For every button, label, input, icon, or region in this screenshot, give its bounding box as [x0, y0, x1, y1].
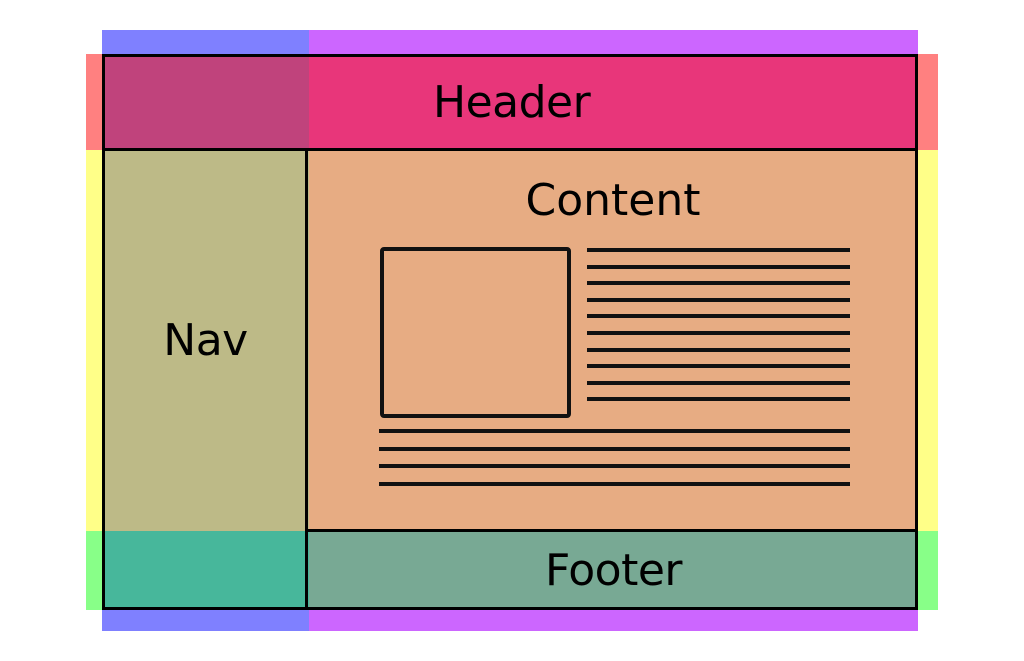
text-line-short: [587, 281, 850, 286]
row-1-indicator-right: [918, 54, 938, 150]
column-1-indicator-top: [102, 30, 309, 54]
column-2-indicator-bottom: [309, 610, 918, 631]
footer-area: Footer: [309, 531, 918, 610]
footer-nav-overlap: [102, 531, 309, 610]
header-area: Header: [309, 54, 918, 150]
text-line-short: [587, 364, 850, 369]
row-1-indicator-left: [86, 54, 102, 150]
text-line-short: [587, 314, 850, 319]
footer-label: Footer: [545, 545, 683, 596]
column-2-indicator-top: [309, 30, 918, 54]
row-3-indicator-left: [86, 531, 102, 610]
nav-area: Nav: [102, 150, 309, 531]
nav-label: Nav: [163, 315, 248, 366]
text-line-long: [379, 429, 850, 433]
column-1-indicator-bottom: [102, 610, 309, 631]
content-image-placeholder: [380, 247, 571, 418]
content-label: Content: [525, 174, 701, 226]
footer-top-border: [306, 529, 918, 532]
text-line-long: [379, 446, 850, 451]
text-line-long: [379, 481, 850, 486]
text-line-short: [587, 331, 850, 335]
row-2-indicator-left: [86, 150, 102, 531]
nav-right-border: [305, 148, 308, 610]
row-2-indicator-right: [918, 150, 938, 531]
header-label: Header: [433, 76, 591, 128]
header-nav-overlap: [102, 54, 309, 150]
text-line-short: [587, 264, 850, 269]
text-line-short: [587, 297, 850, 302]
text-line-short: [587, 380, 850, 385]
header-bottom-border: [102, 148, 918, 151]
text-line-short: [587, 397, 850, 402]
text-line-long: [379, 464, 850, 468]
row-3-indicator-right: [918, 531, 938, 610]
text-line-short: [587, 248, 850, 252]
text-line-short: [587, 347, 850, 352]
